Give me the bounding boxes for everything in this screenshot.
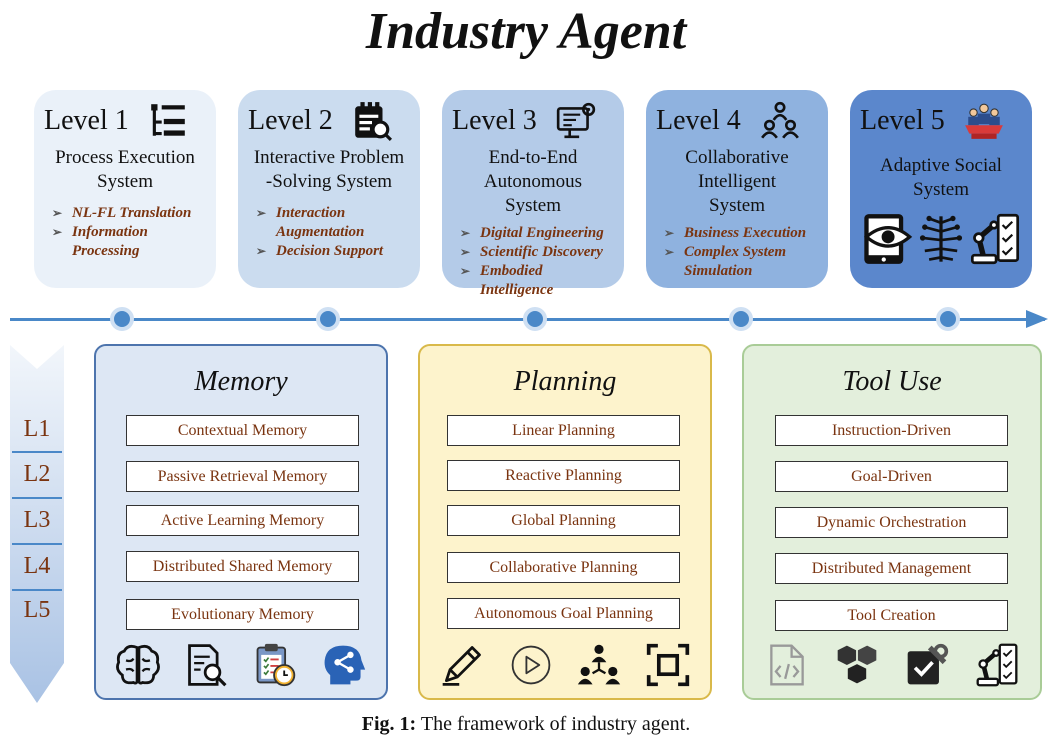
- list-item: Digital Engineering: [460, 224, 614, 243]
- level-1-items: NL-FL Translation Information Processing: [44, 204, 206, 261]
- focus-frame-icon: [646, 643, 689, 687]
- robot-arm-checklist-icon: [970, 213, 1020, 265]
- tool-use-item: Goal-Driven: [775, 461, 1008, 492]
- play-circle-icon: [511, 645, 551, 685]
- memory-item: Distributed Shared Memory: [126, 551, 359, 582]
- ai-brain-circuit-icon: [919, 215, 963, 262]
- list-item: NL-FL Translation: [52, 204, 206, 223]
- caption-text: The framework of industry agent.: [416, 713, 691, 735]
- level-4-card: Level 4 Collaborative Intelligent System…: [646, 90, 828, 288]
- level-2-name: Interactive Problem -Solving System: [253, 147, 405, 192]
- side-divider: [12, 497, 62, 499]
- level-2-card: Level 2 Interactive Problem -Solving Sys…: [238, 90, 420, 288]
- side-label-l5: L5: [23, 597, 51, 623]
- level-5-name: Adaptive Social System: [880, 155, 1002, 200]
- level-5-icons: [860, 212, 1022, 266]
- level-5-card: Level 5 Adaptive Social System: [850, 90, 1032, 288]
- list-item: Information Processing: [52, 223, 206, 261]
- timeline-dot-level-5: [936, 307, 960, 331]
- hierarchy-list-icon: [150, 104, 185, 136]
- clipboard-search-icon: [354, 102, 392, 142]
- planning-icons: [428, 638, 702, 692]
- tablet-eye-icon: [863, 214, 913, 264]
- list-item: Complex System Simulation: [664, 243, 818, 281]
- planning-item: Linear Planning: [447, 415, 680, 446]
- level-2-items: Interaction Augmentation Decision Suppor…: [248, 204, 410, 261]
- timeline-dot-level-3: [523, 307, 547, 331]
- list-item: Embodied Intelligence: [460, 262, 614, 300]
- level-1-name: Process Execution System: [55, 147, 195, 192]
- level-3-card: Level 3 End-to-End Autonomous System Dig…: [442, 90, 624, 298]
- memory-icons: [104, 638, 378, 692]
- timeline-arrowhead: [1026, 310, 1048, 328]
- level-4-name: Collaborative Intelligent System: [685, 147, 789, 216]
- side-label-l4: L4: [23, 553, 51, 579]
- planning-title: Planning: [513, 366, 617, 397]
- planning-item: Collaborative Planning: [447, 552, 680, 583]
- tool-use-item: Distributed Management: [775, 553, 1008, 584]
- list-item: Scientific Discovery: [460, 243, 614, 262]
- pencil-icon: [442, 646, 482, 686]
- figure-caption: Fig. 1: The framework of industry agent.: [0, 713, 1052, 736]
- level-3-name: End-to-End Autonomous System: [483, 147, 583, 216]
- level-4-items: Business Execution Complex System Simula…: [656, 224, 818, 281]
- memory-item: Passive Retrieval Memory: [126, 461, 359, 492]
- level-1-label: Level 1: [44, 105, 129, 136]
- timeline-dot-level-1: [110, 307, 134, 331]
- level-3-items: Digital Engineering Scientific Discovery…: [452, 224, 614, 300]
- level-3-label: Level 3: [452, 105, 537, 136]
- memory-title: Memory: [194, 366, 288, 397]
- timeline-dot-level-2: [316, 307, 340, 331]
- robot-arm-checklist-icon: [976, 643, 1018, 687]
- level-5-label: Level 5: [860, 105, 945, 136]
- timeline-dot-level-4: [729, 307, 753, 331]
- list-item: Business Execution: [664, 224, 818, 243]
- tools-check-icon: [907, 643, 949, 685]
- side-label-l2: L2: [23, 461, 51, 487]
- memory-item: Active Learning Memory: [126, 505, 359, 536]
- tool-use-item: Instruction-Driven: [775, 415, 1008, 446]
- code-file-icon: [770, 644, 804, 686]
- diagram-title: Industry Agent: [365, 3, 687, 60]
- hexagon-cluster-icon: [837, 645, 877, 684]
- brain-icon: [116, 644, 161, 685]
- tool-use-title: Tool Use: [842, 366, 942, 397]
- side-divider: [12, 451, 62, 453]
- planning-item: Reactive Planning: [447, 460, 680, 491]
- tool-use-item: Dynamic Orchestration: [775, 507, 1008, 538]
- side-divider: [12, 589, 62, 591]
- document-search-icon: [187, 644, 227, 687]
- monitor-gear-icon: [556, 102, 595, 139]
- memory-item: Evolutionary Memory: [126, 599, 359, 630]
- planning-item: Global Planning: [447, 505, 680, 536]
- org-chart-icon: [578, 644, 621, 685]
- team-network-icon: [760, 101, 799, 139]
- list-item: Decision Support: [256, 242, 410, 261]
- side-label-l1: L1: [23, 416, 51, 442]
- tool-use-icons: [752, 638, 1032, 692]
- level-2-label: Level 2: [248, 105, 333, 136]
- side-divider: [12, 543, 62, 545]
- level-4-label: Level 4: [656, 105, 741, 136]
- level-1-card: Level 1 Process Execution System NL-FL T…: [34, 90, 216, 288]
- side-label-l3: L3: [23, 507, 51, 533]
- list-item: Interaction Augmentation: [256, 204, 410, 242]
- tool-use-item: Tool Creation: [775, 600, 1008, 631]
- memory-item: Contextual Memory: [126, 415, 359, 446]
- schedule-clock-icon: [256, 643, 296, 687]
- caption-label: Fig. 1:: [361, 713, 417, 735]
- level-progression-arrow: [10, 345, 64, 703]
- planning-item: Autonomous Goal Planning: [447, 598, 680, 629]
- head-share-icon: [324, 645, 365, 685]
- users-podium-icon: [964, 103, 1003, 139]
